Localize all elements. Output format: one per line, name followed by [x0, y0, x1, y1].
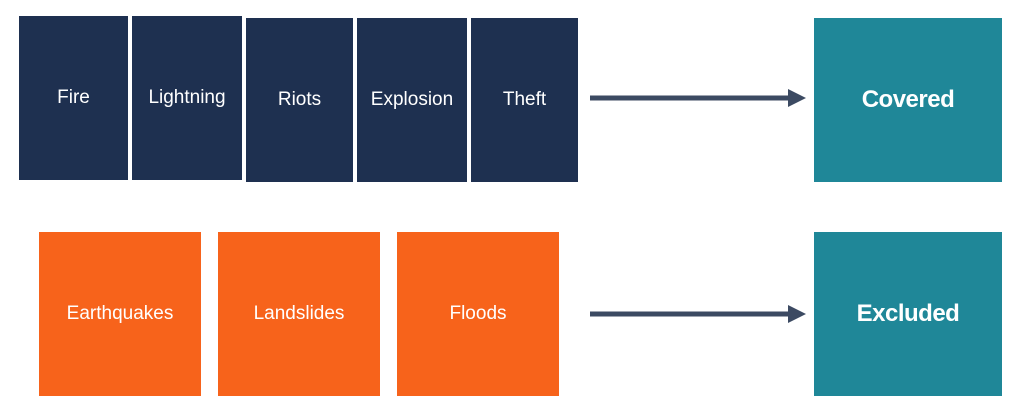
peril-label: Floods — [449, 303, 507, 324]
peril-label: Fire — [57, 87, 90, 108]
peril-box-lightning: Lightning — [132, 16, 242, 180]
peril-label: Landslides — [253, 303, 345, 324]
arrow-to-covered — [590, 89, 806, 107]
peril-box-landslides: Landslides — [218, 232, 380, 396]
peril-label: Lightning — [148, 87, 226, 108]
peril-box-theft: Theft — [471, 18, 578, 182]
outcome-label-excluded: Excluded — [856, 300, 960, 327]
arrow-to-excluded — [590, 305, 806, 323]
peril-label: Riots — [277, 89, 322, 110]
peril-box-earthquakes: Earthquakes — [39, 232, 201, 396]
peril-box-riots: Riots — [246, 18, 353, 182]
peril-label: Earthquakes — [66, 303, 174, 324]
peril-box-explosion: Explosion — [357, 18, 467, 182]
peril-box-fire: Fire — [19, 16, 128, 180]
outcome-label-covered: Covered — [861, 86, 955, 113]
peril-label: Theft — [502, 89, 547, 110]
peril-box-floods: Floods — [397, 232, 559, 396]
outcome-box-covered: Covered — [814, 18, 1002, 182]
outcome-box-excluded: Excluded — [814, 232, 1002, 396]
peril-label: Explosion — [370, 89, 454, 110]
